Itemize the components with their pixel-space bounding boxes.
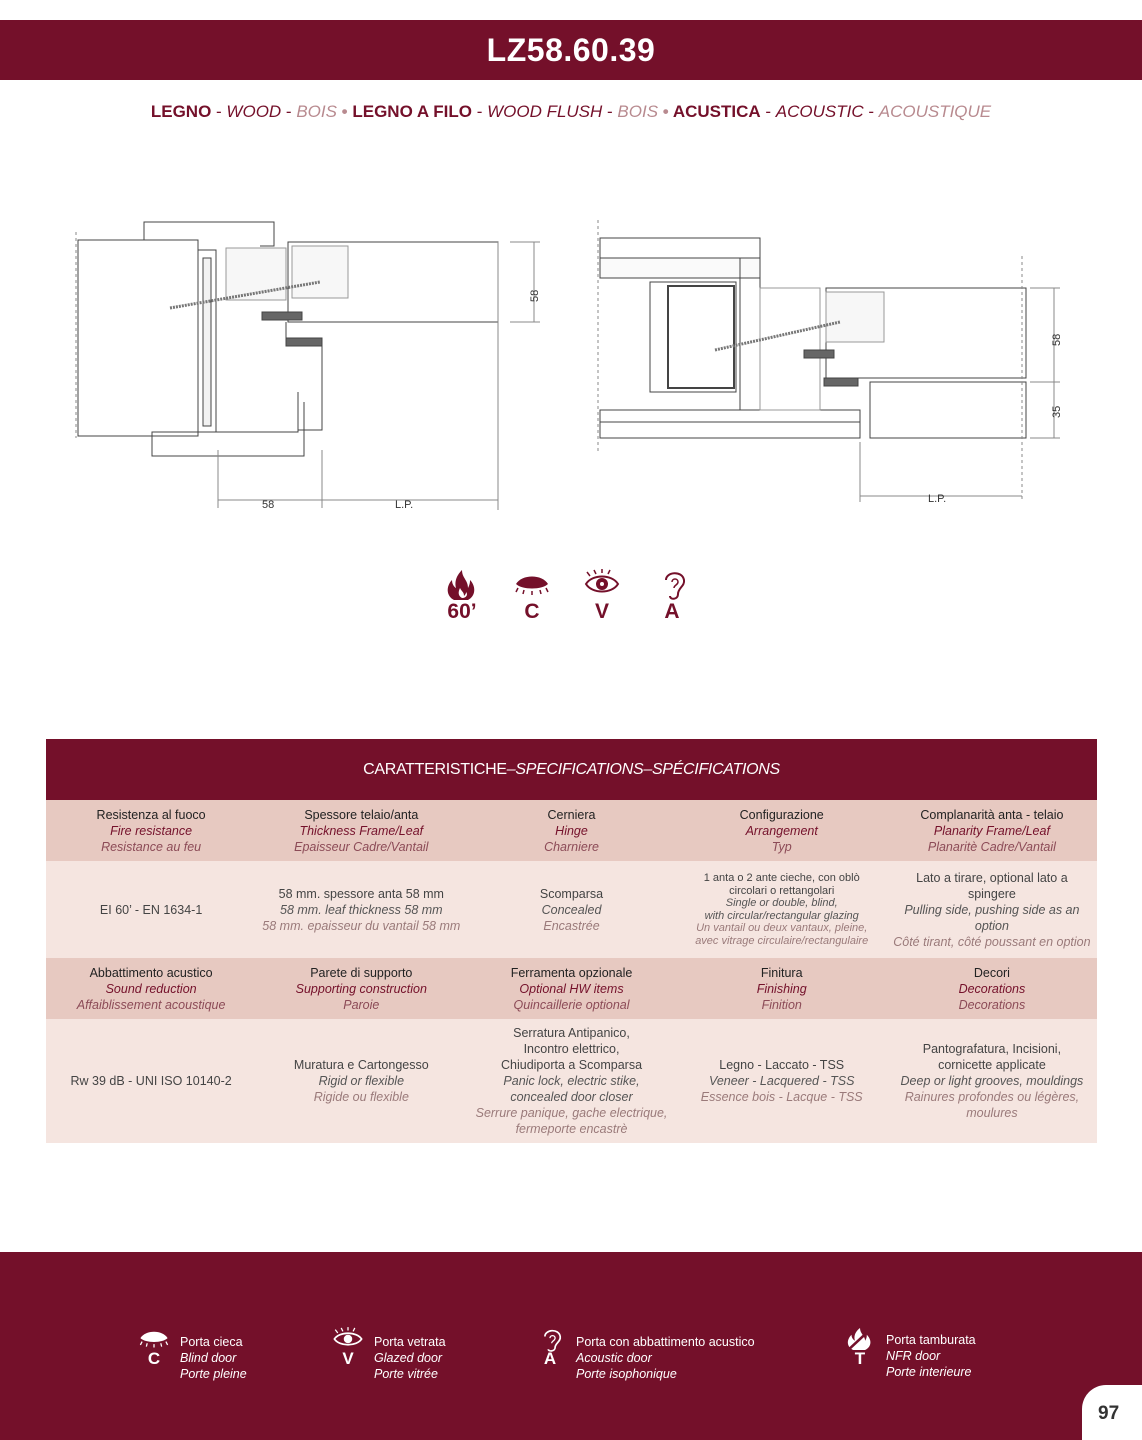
ear-icon: [665, 572, 686, 600]
spec-value-cell: Pantografatura, Incisioni,cornicette app…: [900, 1042, 1084, 1120]
table-row: Rw 39 dB - UNI ISO 10140-2 Muratura e Ca…: [46, 1019, 1097, 1143]
subtitle-acoustic-it: ACUSTICA: [672, 102, 761, 121]
subtitle: LEGNO - WOOD - BOIS • LEGNO A FILO - WOO…: [150, 102, 992, 121]
left-dim-58: 58: [262, 499, 274, 511]
eye-icon: [333, 1327, 363, 1346]
subtitle-wood-fr: BOIS: [296, 102, 337, 121]
subtitle-acoustic-en: ACOUSTIC: [775, 102, 864, 121]
feature-glazed: V: [580, 566, 624, 624]
feature-acoustic: A: [650, 566, 694, 624]
title-bar: LZ58.60.39: [0, 20, 1142, 80]
blind-door-icon: [139, 1331, 169, 1348]
subtitle-flush-fr: BOIS: [617, 102, 659, 121]
page-number: 97: [1082, 1385, 1142, 1440]
fire-icon: [447, 570, 475, 600]
technical-drawing: 58 L.P. 58 L.: [60, 210, 1080, 530]
left-dim-lp: L.P.: [395, 499, 413, 511]
left-dim-vertical-58: 58: [529, 290, 541, 302]
page-title: LZ58.60.39: [486, 31, 656, 68]
feature-blind-label: C: [524, 600, 540, 623]
ear-icon: [544, 1329, 562, 1352]
spec-value-cell: EI 60’ - EN 1634-1: [99, 902, 203, 917]
right-section: L.P. 58 35: [597, 220, 1063, 505]
feature-fire-label: 60’: [447, 600, 477, 623]
subtitle-flush-en: WOOD FLUSH: [487, 102, 603, 121]
right-dim-vertical-35: 35: [1051, 406, 1063, 418]
legend-nfr-door: T Porta tamburata NFR door Porte interie…: [840, 1326, 976, 1380]
table-row: EI 60’ - EN 1634-1 58 mm. spessore anta …: [46, 861, 1097, 958]
section-drawing-svg: 58 L.P. 58 L.: [75, 220, 1063, 511]
subtitle-wood-it: LEGNO: [150, 102, 212, 121]
legend-glazed-door: V Porta vetrata Glazed door Porte vitrée: [328, 1326, 446, 1382]
spec-value-cell: Rw 39 dB - UNI ISO 10140-2: [70, 1074, 232, 1088]
subtitle-acoustic-fr: ACOUSTIQUE: [878, 102, 992, 121]
right-dim-vertical-58: 58: [1051, 334, 1063, 346]
feature-glazed-label: V: [594, 600, 609, 623]
feature-fire: 60’: [440, 566, 484, 624]
subtitle-flush-it: LEGNO A FILO: [352, 102, 472, 121]
feature-icons: 60’ C V A: [440, 566, 694, 624]
right-dim-lp: L.P.: [928, 493, 946, 505]
blind-door-icon: [515, 576, 549, 595]
feature-blind: C: [510, 566, 554, 624]
eye-icon: [584, 569, 620, 593]
left-section: 58 L.P. 58: [75, 221, 541, 511]
no-fire-icon: [847, 1327, 873, 1351]
feature-acoustic-label: A: [664, 600, 680, 623]
specifications-table: CARATTERISTICHE – SPECIFICATIONS – SPÉCI…: [46, 739, 1097, 1143]
spec-header: CARATTERISTICHE – SPECIFICATIONS – SPÉCI…: [46, 739, 1097, 800]
subtitle-wood-en: WOOD: [226, 102, 282, 121]
spec-value-cell: Serratura Antipanico,Incontro elettrico,…: [475, 1026, 668, 1136]
legend-blind-door: C Porta cieca Blind door Porte pleine: [134, 1326, 247, 1382]
legend-acoustic-door: A Porta con abbattimento acustico Acoust…: [530, 1326, 755, 1382]
footer-legend: C Porta cieca Blind door Porte pleine V …: [0, 1252, 1142, 1440]
